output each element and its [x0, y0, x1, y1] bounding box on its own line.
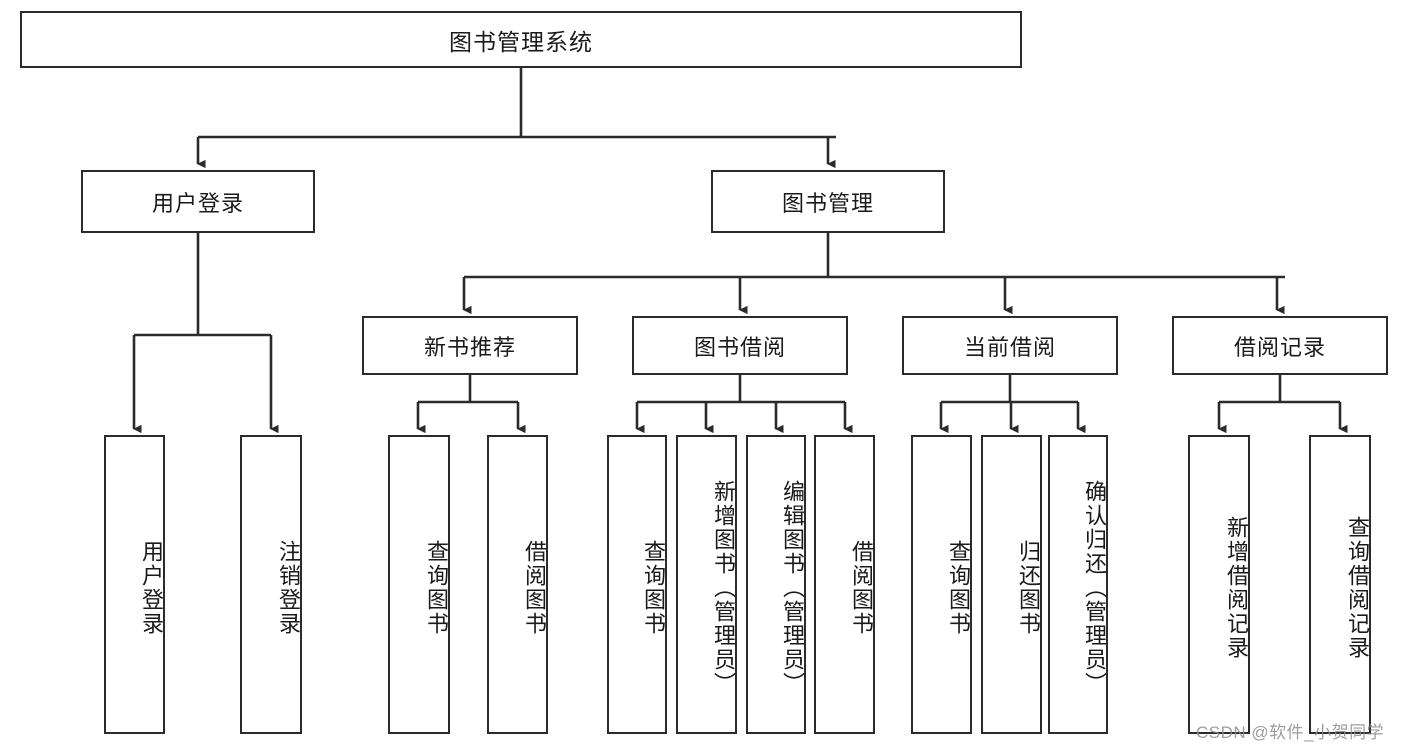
leaf-node-7[interactable]: 借阅图书: [814, 435, 875, 734]
node-user-login-label: 用户登录: [151, 190, 244, 216]
node-new-book-recommend-label: 新书推荐: [423, 334, 516, 360]
node-book-borrow[interactable]: 图书借阅: [632, 316, 848, 375]
leaf-node-8[interactable]: 查询图书: [911, 435, 972, 734]
leaf-node-5[interactable]: 新增图书（管理员）: [676, 435, 737, 734]
node-borrow-record-label: 借阅记录: [1233, 334, 1326, 360]
csdn-watermark: CSDN @软件_小贺同学: [1196, 723, 1385, 742]
leaf-node-0[interactable]: 用户登录: [104, 435, 165, 734]
node-current-borrow-label: 当前借阅: [963, 334, 1056, 360]
node-user-login[interactable]: 用户登录: [81, 170, 315, 233]
leaf-node-3[interactable]: 借阅图书: [487, 435, 548, 734]
leaf-node-2[interactable]: 查询图书: [388, 435, 450, 734]
node-root-label: 图书管理系统: [449, 28, 593, 55]
node-new-book-recommend[interactable]: 新书推荐: [362, 316, 578, 375]
leaf-node-4[interactable]: 查询图书: [607, 435, 667, 734]
leaf-node-6[interactable]: 编辑图书（管理员）: [746, 435, 806, 734]
node-book-borrow-label: 图书借阅: [693, 334, 786, 360]
leaf-node-1[interactable]: 注销登录: [240, 435, 302, 734]
node-current-borrow[interactable]: 当前借阅: [902, 316, 1118, 375]
leaf-node-9[interactable]: 归还图书: [981, 435, 1042, 734]
node-borrow-record[interactable]: 借阅记录: [1172, 316, 1388, 375]
leaf-node-10[interactable]: 确认归还（管理员）: [1048, 435, 1108, 734]
leaf-node-11[interactable]: 新增借阅记录: [1188, 435, 1250, 734]
leaf-node-12[interactable]: 查询借阅记录: [1309, 435, 1371, 734]
node-root[interactable]: 图书管理系统: [20, 11, 1022, 68]
node-book-management-label: 图书管理: [781, 190, 874, 216]
node-book-management[interactable]: 图书管理: [711, 170, 945, 233]
